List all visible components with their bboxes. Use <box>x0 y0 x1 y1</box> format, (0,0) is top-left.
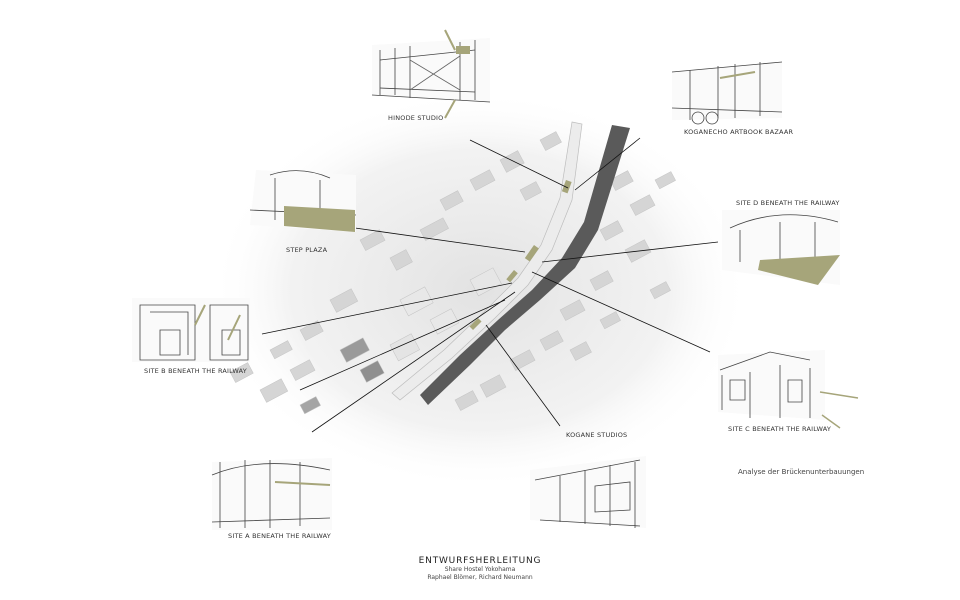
label-step-plaza: STEP PLAZA <box>286 246 328 254</box>
label-hinode-studio: HINODE STUDIO <box>388 114 444 122</box>
sketch-site-a <box>211 458 332 530</box>
label-site-c: SITE C BENEATH THE RAILWAY <box>728 425 832 433</box>
highlighted-sites <box>469 179 572 331</box>
analysis-note: Analyse der Brückenunterbauungen <box>738 468 865 476</box>
sketch-site-b <box>132 298 250 362</box>
label-kogane-studios: KOGANE STUDIOS <box>566 431 628 439</box>
sketch-hinode-studio <box>371 29 491 119</box>
label-koganecho-artbook-bazaar: KOGANECHO ARTBOOK BAZAAR <box>684 128 794 136</box>
sketch-step-plaza <box>249 170 357 232</box>
footer: ENTWURFSHERLEITUNG Share Hostel Yokohama… <box>380 556 580 582</box>
footer-authors: Raphael Blömer, Richard Neumann <box>427 574 533 581</box>
footer-title: ENTWURFSHERLEITUNG <box>418 556 542 566</box>
label-site-b: SITE B BENEATH THE RAILWAY <box>144 367 247 375</box>
label-site-d: SITE D BENEATH THE RAILWAY <box>736 199 840 207</box>
river <box>420 125 630 405</box>
sketch-site-c <box>718 350 859 429</box>
sketch-kogane-studios <box>530 456 646 528</box>
city-blocks <box>229 131 676 415</box>
leader-lines <box>261 137 719 433</box>
sketch-site-d <box>722 210 840 285</box>
footer-subtitle: Share Hostel Yokohama <box>444 566 516 573</box>
label-site-a: SITE A BENEATH THE RAILWAY <box>228 532 331 540</box>
sketch-koganecho-artbook-bazaar <box>671 61 783 125</box>
